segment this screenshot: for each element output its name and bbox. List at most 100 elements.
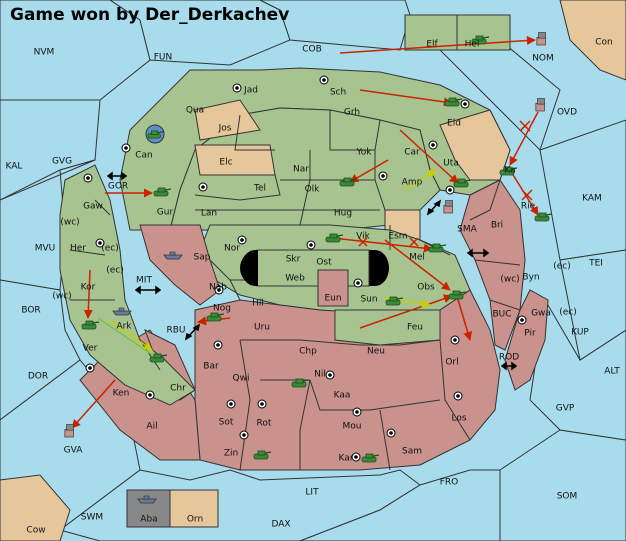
region-label: KAL [6,162,23,172]
region-label: Neu [367,347,385,357]
region-label: Hil [252,299,264,309]
province-borders [69,110,521,471]
region-label: Kar [339,454,354,464]
region-label: Orl [445,358,458,368]
region-label: BUC [492,310,511,320]
passage-arrow-tei [466,248,490,258]
region-label: Los [451,414,466,424]
region-label: Her [70,244,86,254]
supply-center-marker [445,185,455,195]
move-order-arrow [509,111,539,166]
region-label: Grh [344,108,360,118]
region-label: (wc) [60,218,79,228]
order-arrows [71,36,539,429]
region-label: Feu [407,323,423,333]
move-order-arrow [332,237,433,253]
supply-center-marker [213,340,223,350]
region-label: Bri [491,221,503,231]
region-label: Gaw [83,202,103,212]
supply-center-marker [306,240,316,250]
region-label: Con [595,38,613,48]
region-label: Cow [26,526,45,536]
region-label: Elc [219,158,232,168]
supply-center-marker [121,143,131,153]
region-label: Bar [203,362,219,372]
region-label: ALT [604,367,620,377]
region-label: Qua [186,106,204,116]
region-label: GOR [108,182,128,192]
region-label: Nar [293,165,309,175]
region-label: LIT [305,488,319,498]
region-label: COB [302,45,322,55]
region-label: Hel [465,40,480,50]
supply-center-marker [214,285,224,295]
supply-center-marker [85,363,95,373]
region-label: KAM [582,194,602,204]
region-label: Nor [224,244,240,254]
home-base-marker [443,200,453,214]
supply-centers [83,75,527,462]
passage-arrow-sma [426,199,442,216]
supply-center-marker [450,335,460,345]
move-order-arrow [359,294,453,329]
region-label: Eld [447,119,461,129]
move-order-arrow [349,159,389,183]
region-label: Chp [299,347,317,357]
support-order-line [97,317,161,361]
region-label: FRO [440,478,459,488]
region-label: ROD [499,353,519,363]
region-label: Web [285,274,305,284]
region-label: Ark [116,322,132,332]
region-label: Car [404,148,420,158]
region-label: Kor [81,283,96,293]
supply-center-marker [428,140,438,150]
passage-arrow-rod [500,361,518,371]
region-label: Nil [314,370,326,380]
region-label: DOR [28,372,48,382]
move-order-arrow [83,269,93,319]
region-label: Byn [522,273,539,283]
region-label: (wc) [52,292,71,302]
region-label: Zin [224,449,238,459]
region-label: Ail [146,422,157,432]
supply-center-marker [257,399,267,409]
region-label: (ec) [559,308,577,318]
region-label: TEI [588,259,603,269]
region-label: Jos [218,124,232,134]
supply-center-marker [226,399,236,409]
region-label: (ec) [553,262,571,272]
supply-center-marker [95,238,105,248]
region-label: GVP [556,404,575,414]
region-label: Mou [343,422,362,432]
region-labels: NVM FUN COB Elf Hel Con NOM OVD KAL GVG … [6,38,621,536]
region-label: Uta [443,159,459,169]
region-label: GVA [64,446,84,456]
passage-arrow-gor [106,171,128,181]
region-label: SMA [457,225,477,235]
units [64,32,553,504]
region-label: Nab [209,283,227,293]
failed-order-x [358,237,368,247]
region-label: Eun [324,294,341,304]
region-label: Sun [360,295,377,305]
failed-order-x [519,120,531,132]
region-label: Pir [524,329,536,339]
region-label: BOR [21,306,40,316]
region-label: Tel [253,184,266,194]
region-label: Yok [355,148,372,158]
region-label: Orn [187,515,203,525]
region-label: Rot [257,419,272,429]
region-label: Rie [521,202,536,212]
region-label: GVG [52,157,72,167]
passage-arrow-rbu [184,323,201,341]
region-label: Lan [201,209,217,219]
failed-order-x [521,189,533,201]
failed-order-x [409,237,419,247]
region-label: FUN [154,53,173,63]
region-label: Chr [170,384,186,394]
supply-center-marker [198,182,208,192]
region-label: Esm [388,232,407,242]
region-label: MIT [136,276,152,286]
game-status-title: Game won by Der_Derkachev [10,5,289,25]
region-label: (wc) [500,275,519,285]
